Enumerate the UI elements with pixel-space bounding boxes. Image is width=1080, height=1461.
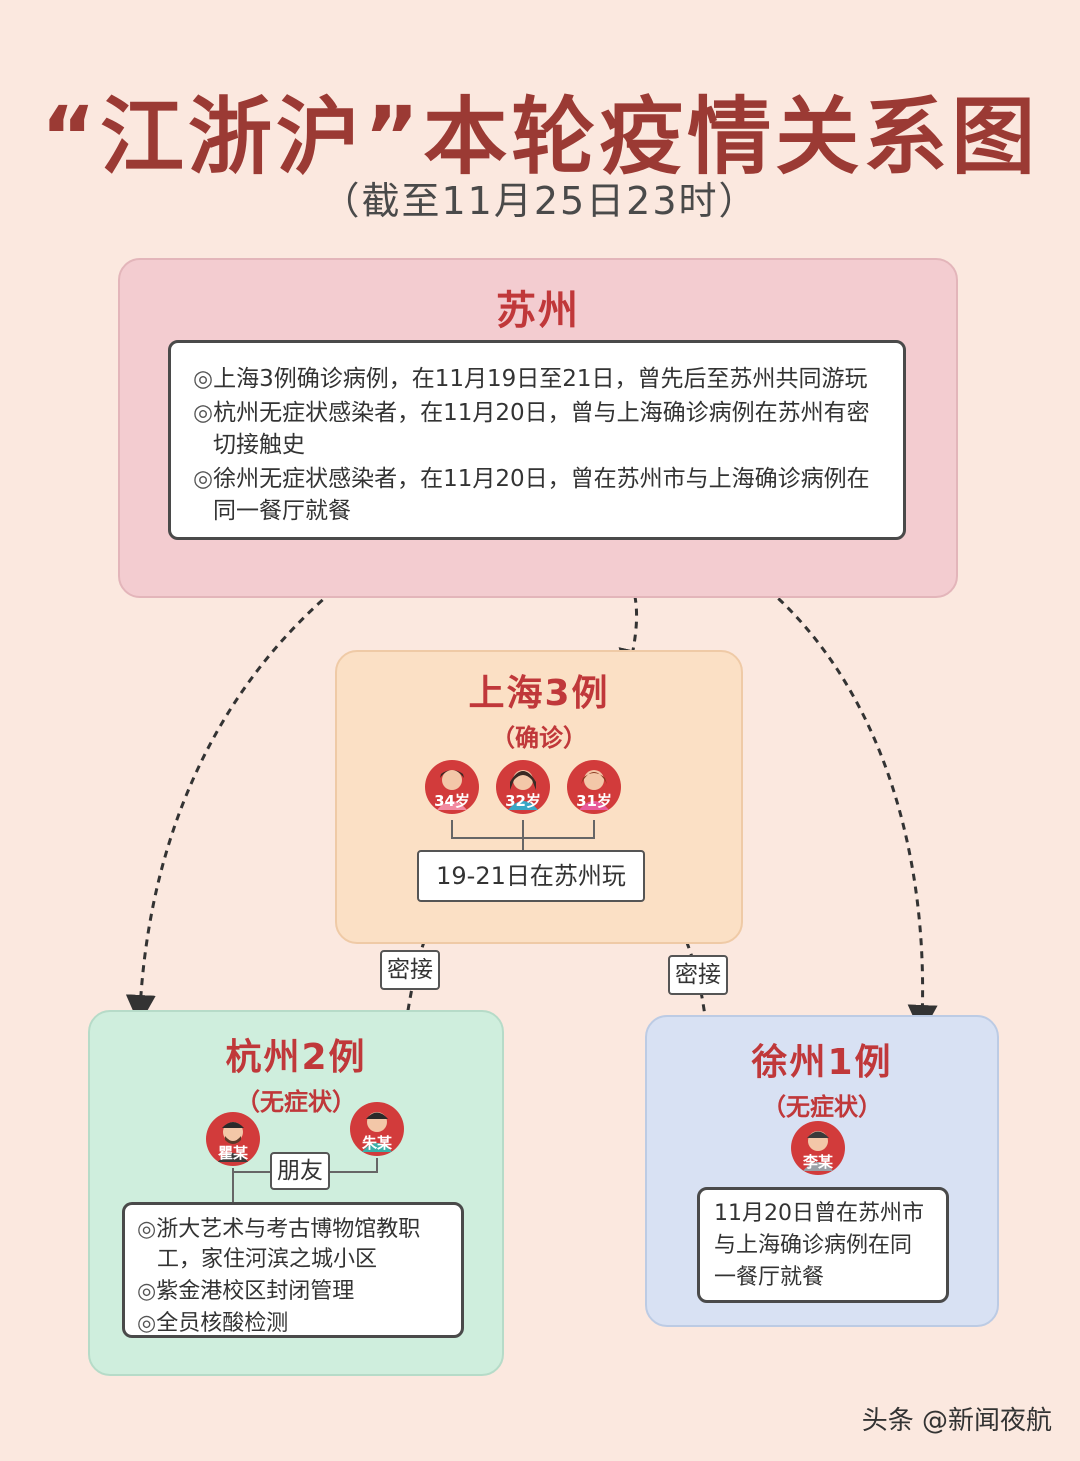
suzhou-bullet: ◎上海3例确诊病例，在11月19日至21日，曾先后至苏州共同游玩 (193, 366, 868, 392)
shanghai-title: 上海3例 (468, 673, 610, 714)
suzhou-title: 苏州 (496, 288, 580, 334)
hangzhou-subtitle: （无症状） (236, 1088, 356, 1116)
shanghai-note: 19-21日在苏州玩 (417, 850, 645, 902)
close-contact-label: 密接 (380, 950, 440, 990)
person-icon (218, 1122, 248, 1162)
xuzhou-note: 11月20日曾在苏州市与上海确诊病例在同一餐厅就餐 (697, 1187, 949, 1303)
hangzhou-connector (232, 1158, 378, 1202)
shanghai-subtitle: （确诊） (491, 724, 587, 752)
suzhou-panel: 苏州 ◎上海3例确诊病例，在11月19日至21日，曾先后至苏州共同游玩 ◎杭州无… (118, 258, 958, 598)
avatar (791, 1121, 845, 1175)
close-contact-label: 密接 (668, 955, 728, 995)
page-title: “江浙沪”本轮疫情关系图 (40, 88, 1040, 186)
avatar (567, 760, 621, 814)
page-subtitle: （截至11月25日23时） (321, 179, 759, 223)
avatar (496, 760, 550, 814)
suzhou-bullet: ◎徐州无症状感染者，在11月20日，曾在苏州市与上海确诊病例在同一餐厅就餐 (193, 466, 870, 524)
hangzhou-bullet: ◎浙大艺术与考古博物馆教职工，家住河滨之城小区 (137, 1217, 421, 1272)
hangzhou-title: 杭州2例 (225, 1037, 367, 1078)
age-label: 31岁 (576, 792, 612, 810)
person-label: 朱某 (361, 1134, 392, 1152)
xuzhou-title: 徐州1例 (751, 1042, 893, 1083)
avatar (425, 760, 479, 814)
person-label: 瞿某 (217, 1144, 248, 1162)
person-icon (579, 770, 609, 810)
person-icon (362, 1112, 392, 1152)
hangzhou-panel: 杭州2例 （无症状） 瞿某 朱某 朋友 ◎浙大艺术与考古博物馆教职工，家住河滨之… (88, 1010, 504, 1376)
watermark: 头条 @新闻夜航 (861, 1406, 1052, 1436)
suzhou-bullet: ◎杭州无症状感染者，在11月20日，曾与上海确诊病例在苏州有密切接触史 (193, 400, 870, 458)
shanghai-panel: 上海3例 （确诊） 34岁 32岁 31岁 19-21日在苏州玩 (335, 650, 743, 944)
avatar (206, 1112, 260, 1166)
avatar (350, 1102, 404, 1156)
person-icon (437, 770, 467, 810)
age-label: 32岁 (505, 792, 541, 810)
person-icon (803, 1131, 833, 1171)
relation-label: 朋友 (270, 1152, 330, 1190)
suzhou-info-box: ◎上海3例确诊病例，在11月19日至21日，曾先后至苏州共同游玩 ◎杭州无症状感… (168, 340, 906, 540)
age-label: 34岁 (434, 792, 470, 810)
person-icon (508, 770, 538, 810)
hangzhou-bullet: ◎全员核酸检测 (137, 1311, 289, 1336)
hangzhou-info-box: ◎浙大艺术与考古博物馆教职工，家住河滨之城小区 ◎紫金港校区封闭管理 ◎全员核酸… (122, 1202, 464, 1338)
xuzhou-panel: 徐州1例 （无症状） 李某 11月20日曾在苏州市与上海确诊病例在同一餐厅就餐 (645, 1015, 999, 1327)
arrow-suzhou-to-xuzhou (704, 543, 938, 1035)
shanghai-connector (451, 820, 595, 850)
hangzhou-bullet: ◎紫金港校区封闭管理 (137, 1279, 355, 1304)
xuzhou-subtitle: （无症状） (762, 1093, 882, 1121)
person-label: 李某 (802, 1153, 833, 1171)
